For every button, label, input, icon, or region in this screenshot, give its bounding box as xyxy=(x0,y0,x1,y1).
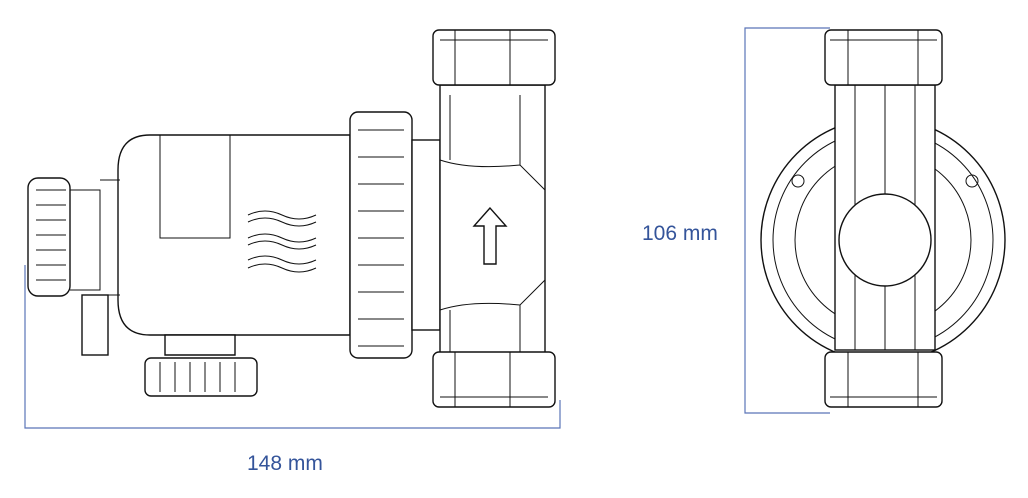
height-dimension-label: 106 mm xyxy=(642,222,718,245)
pump-side-view xyxy=(27,29,556,408)
pump-front-view xyxy=(760,29,1006,408)
dimension-lines xyxy=(24,27,830,429)
length-dimension-label: 148 mm xyxy=(247,452,323,475)
flow-arrow-icon xyxy=(472,206,508,265)
